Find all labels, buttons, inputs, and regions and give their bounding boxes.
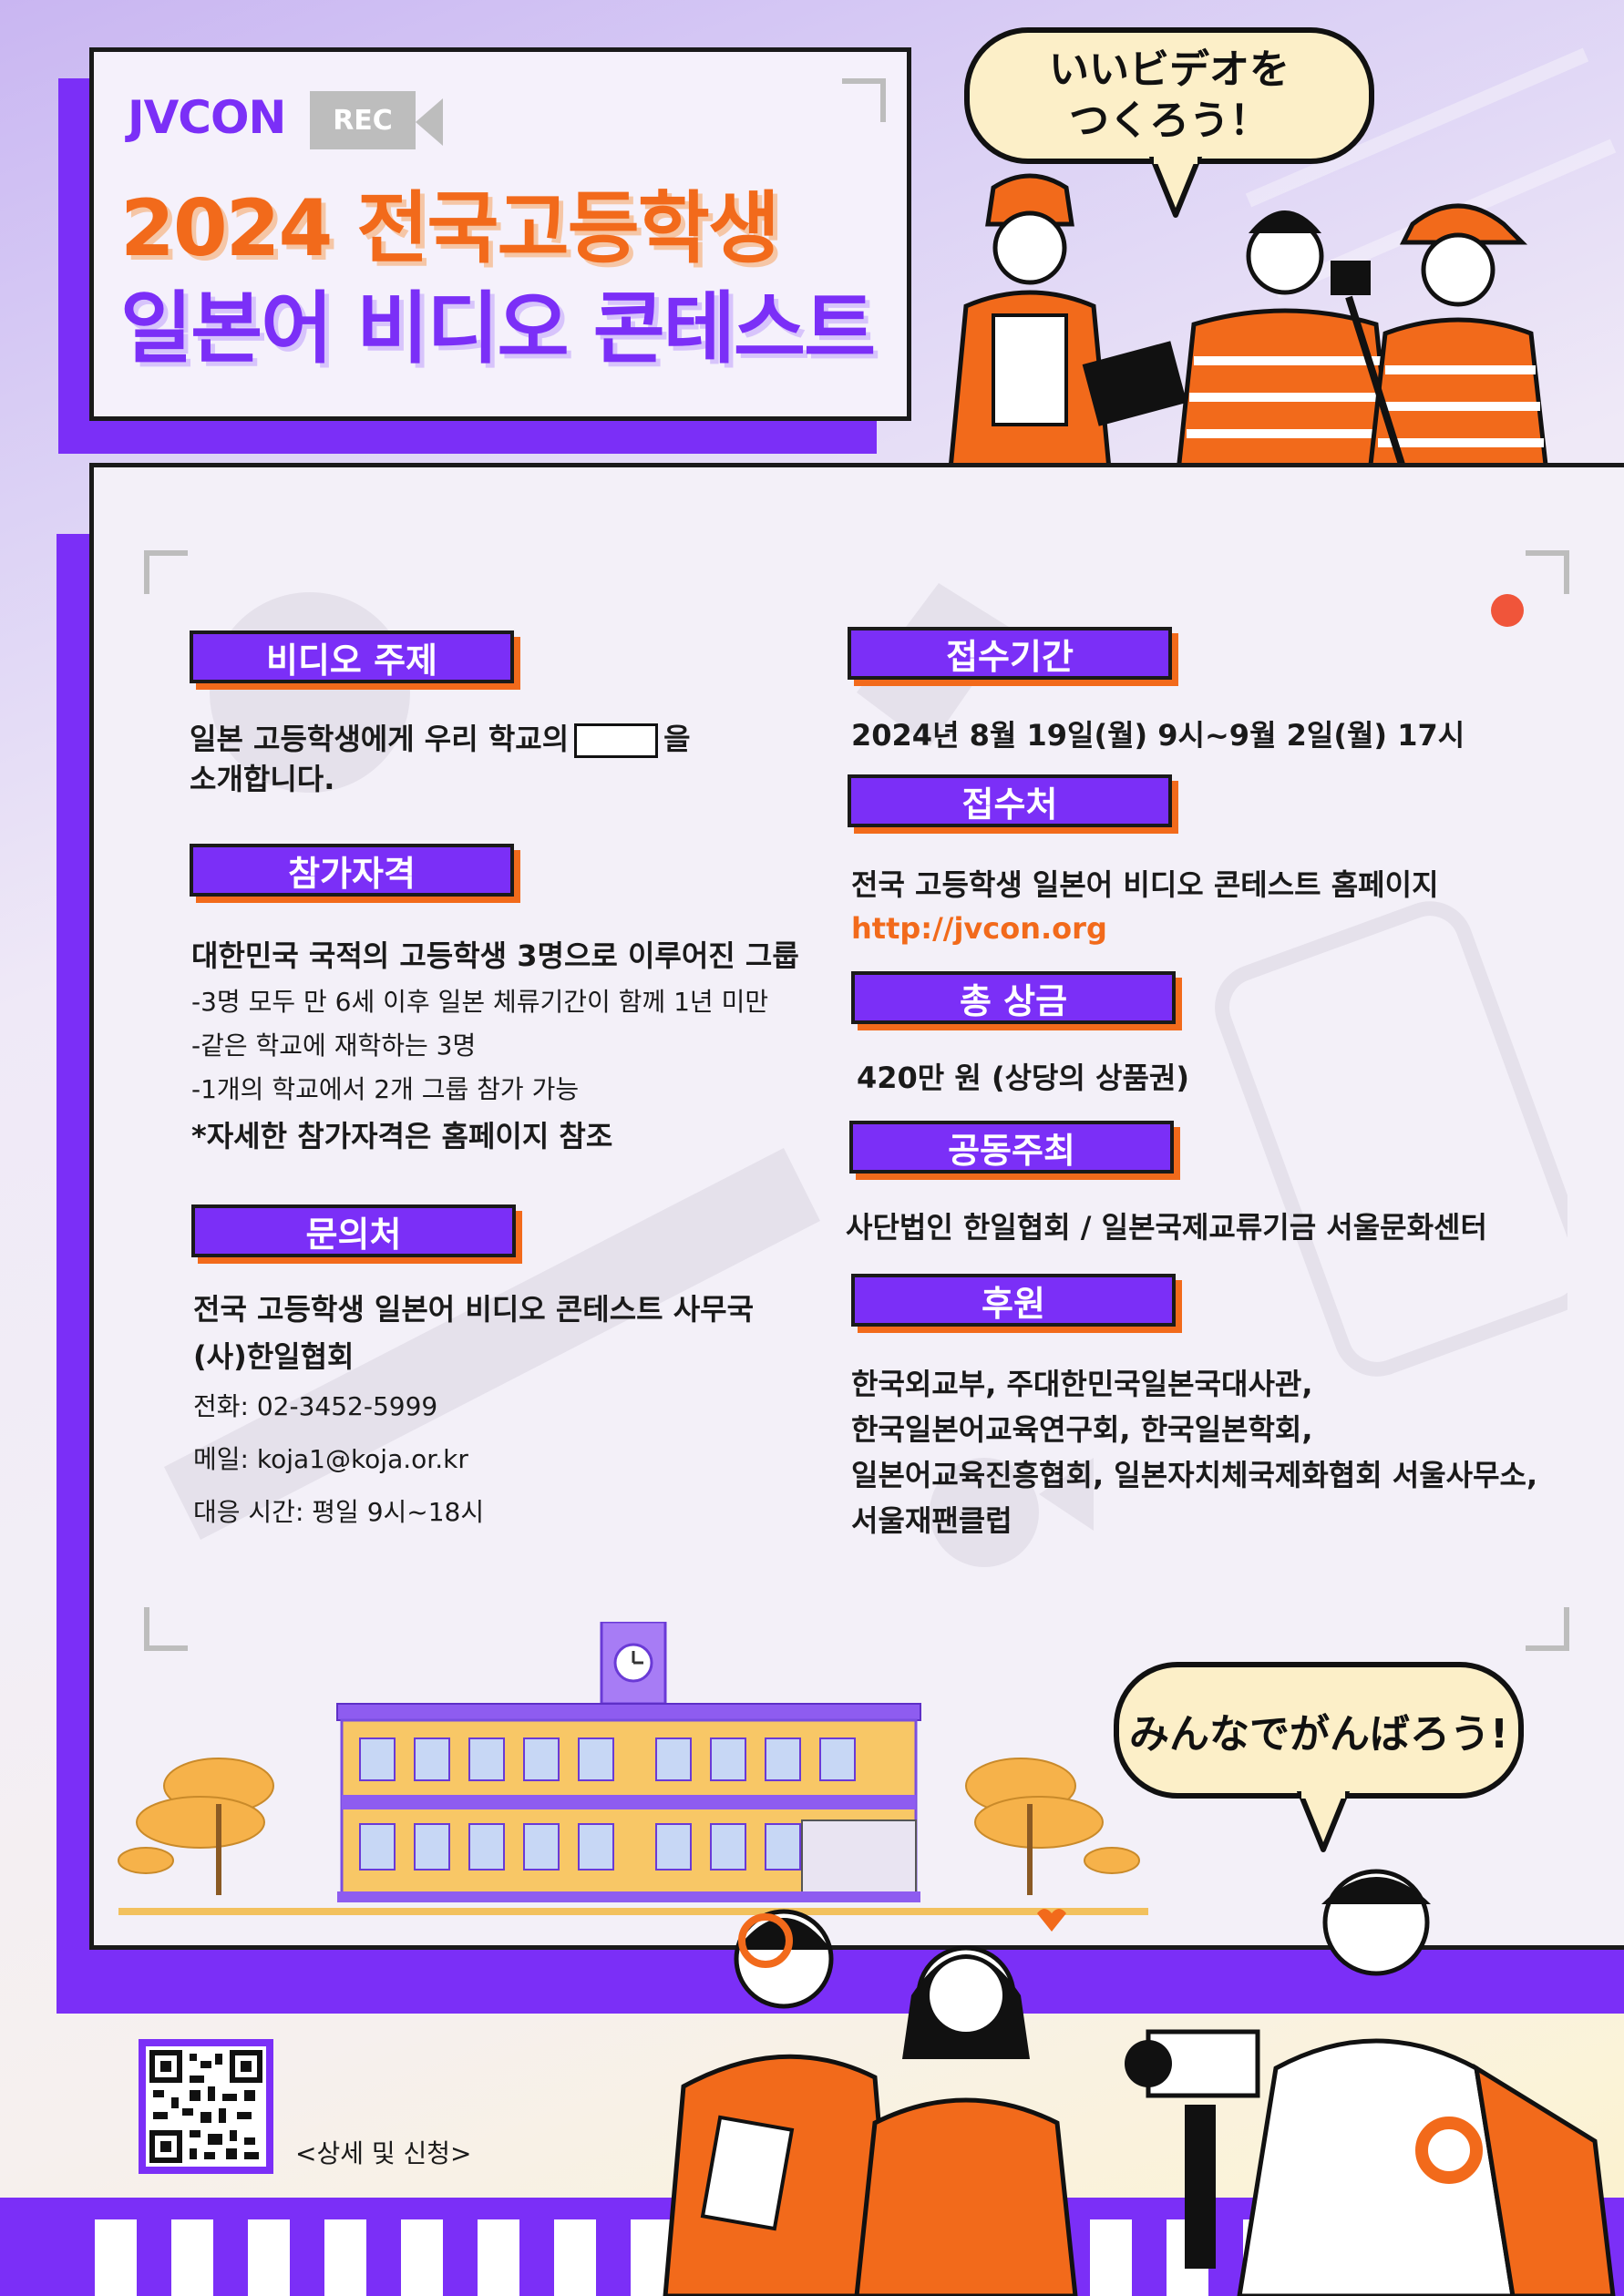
hosts-value: 사단법인 한일협회 / 일본국제교류기금 서울문화센터	[846, 1210, 1487, 1245]
students-filming-illustration-icon	[945, 173, 1552, 497]
eligibility-item: -3명 모두 만 6세 이후 일본 체류기간이 함께 1년 미만	[191, 987, 769, 1017]
eligibility-item: -같은 학교에 재학하는 3명	[191, 1030, 477, 1061]
title-line-2: 일본어 비디오 콘테스트	[120, 283, 876, 374]
students-cheering-illustration-icon	[663, 1869, 1616, 2296]
theme-text-line-1: 일본 고등학생에게 우리 학교의 을	[190, 716, 691, 758]
frame-corner-icon	[144, 1607, 188, 1651]
sponsor-line: 한국외교부, 주대한민국일본국대사관,	[851, 1367, 1313, 1401]
speech-bubble-bottom: みんなでがんばろう!	[1114, 1662, 1524, 1799]
eligibility-main: 대한민국 국적의 고등학생 3명으로 이루어진 그룹	[191, 938, 799, 973]
film-hole-icon	[171, 2219, 213, 2296]
contact-hours: 대응 시간: 평일 9시~18시	[193, 1497, 485, 1527]
label-contact: 문의처	[191, 1204, 516, 1257]
background-decoration-icon	[164, 583, 1567, 1567]
frame-corner-icon	[1526, 1607, 1569, 1651]
title-box	[89, 47, 911, 421]
place-value: 전국 고등학생 일본어 비디오 콘테스트 홈페이지	[851, 867, 1439, 902]
film-hole-icon	[248, 2219, 290, 2296]
film-hole-icon	[478, 2219, 519, 2296]
label-hosts: 공동주최	[849, 1121, 1174, 1174]
contact-email: 메일: koja1@koja.or.kr	[193, 1444, 468, 1474]
label-period: 접수기간	[848, 627, 1172, 680]
bubble-top-line-2: つくろう！	[1069, 97, 1269, 144]
film-hole-icon	[554, 2219, 596, 2296]
bubble-tail-icon	[1297, 1791, 1350, 1852]
qr-caption: <상세 및 신청>	[295, 2138, 472, 2168]
bubble-tail-icon	[1149, 157, 1202, 218]
frame-corner-icon	[1526, 550, 1569, 594]
prize-value: 420만 원 (상당의 상품권)	[857, 1061, 1189, 1095]
homepage-link[interactable]: http://jvcon.org	[851, 911, 1107, 946]
label-eligibility: 참가자격	[190, 844, 514, 897]
sponsor-line: 서울재팬클럽	[851, 1503, 1012, 1538]
frame-corner-icon	[144, 550, 188, 594]
school-building-illustration-icon	[118, 1622, 1148, 1915]
label-place: 접수처	[848, 774, 1172, 827]
label-prize: 총 상금	[851, 971, 1176, 1024]
record-dot-icon	[1491, 594, 1524, 627]
sponsor-line: 한국일본어교육연구회, 한국일본학회,	[851, 1412, 1313, 1447]
theme-text-after: 을	[663, 722, 691, 756]
speech-bubble-top: いいビデオを つくろう！	[964, 27, 1374, 164]
eligibility-item: -1개의 학교에서 2개 그룹 참가 가능	[191, 1074, 580, 1104]
film-hole-icon	[1090, 2219, 1132, 2296]
film-hole-icon	[324, 2219, 366, 2296]
qr-code[interactable]	[139, 2039, 273, 2174]
bubble-top-line-1: いいビデオを	[1049, 46, 1290, 93]
contact-phone: 전화: 02-3452-5999	[193, 1391, 438, 1421]
eligibility-note: *자세한 참가자격은 홈페이지 참조	[191, 1119, 613, 1153]
title-line-1: 2024 전국고등학생	[120, 183, 780, 274]
frame-corner-icon	[842, 78, 886, 122]
label-sponsors: 후원	[851, 1274, 1176, 1327]
theme-text-before: 일본 고등학생에게 우리 학교의	[190, 722, 570, 756]
film-hole-icon	[95, 2219, 137, 2296]
camera-lens-icon	[416, 98, 443, 146]
contact-org-1: 전국 고등학생 일본어 비디오 콘테스트 사무국	[193, 1292, 755, 1327]
rec-badge: REC	[310, 91, 416, 149]
theme-text-line-2: 소개합니다.	[190, 762, 335, 796]
sponsor-line: 일본어교육진흥협회, 일본자치체국제화협회 서울사무소,	[851, 1458, 1538, 1492]
blank-box	[574, 723, 659, 758]
brand-logo: JVCON	[128, 91, 286, 144]
period-value: 2024년 8월 19일(월) 9시~9월 2일(월) 17시	[851, 718, 1465, 753]
contact-org-2: (사)한일협회	[193, 1339, 355, 1374]
qr-code-icon	[146, 2046, 266, 2167]
label-video-theme: 비디오 주제	[190, 630, 514, 683]
film-hole-icon	[401, 2219, 443, 2296]
